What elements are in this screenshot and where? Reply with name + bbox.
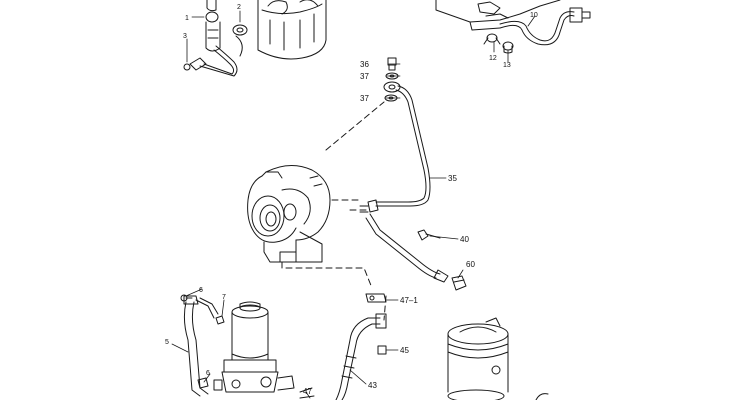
callout-47-1: 47–1	[400, 296, 418, 305]
oil-pipe-35	[359, 85, 449, 283]
callout-37-upper: 37	[360, 72, 369, 81]
callout-10: 10	[530, 12, 538, 19]
engine-block-top-right	[435, 0, 561, 31]
callout-labels: 1 2 3 10 12 13 36 37 37 35 40 60 47–1 45…	[165, 4, 538, 396]
callout-leaders	[171, 10, 536, 399]
bolt-7	[215, 315, 225, 325]
small-ring-bottom-right	[535, 393, 549, 400]
callout-13: 13	[503, 62, 511, 69]
callout-1: 1	[185, 15, 189, 22]
nut-60	[451, 275, 467, 291]
callout-37-lower: 37	[360, 94, 369, 103]
callout-2: 2	[237, 4, 241, 11]
callout-40: 40	[460, 235, 469, 244]
callout-60: 60	[466, 260, 475, 269]
callout-45: 45	[400, 346, 409, 355]
callout-6-upper: 6	[199, 287, 203, 294]
pump-housing-top	[257, 0, 327, 60]
turbocharger	[247, 165, 331, 263]
oil-line-top-right	[483, 7, 591, 54]
callout-35: 35	[448, 174, 457, 183]
canister-bottom-right	[447, 317, 509, 400]
bolt-40	[417, 229, 441, 241]
banjo-bolt-36	[387, 57, 397, 71]
part-47	[299, 387, 315, 399]
hose-43	[335, 313, 387, 400]
fitting-assembly-top-left	[183, 0, 248, 77]
clamp-6-upper	[180, 294, 193, 302]
callout-3: 3	[183, 33, 187, 40]
callout-47: 47	[303, 387, 312, 396]
oil-filter-cartridge	[213, 301, 295, 393]
bracket-47-1	[365, 293, 387, 303]
callout-12: 12	[489, 55, 497, 62]
callout-36: 36	[360, 60, 369, 69]
hose-5	[183, 295, 219, 397]
dashed-leader-lines	[281, 101, 387, 321]
clamp-6-lower	[197, 377, 209, 389]
bolt-45	[377, 345, 387, 355]
callout-7: 7	[222, 294, 226, 301]
callout-43: 43	[368, 381, 377, 390]
callout-6-lower: 6	[206, 370, 210, 377]
callout-5: 5	[165, 339, 169, 346]
